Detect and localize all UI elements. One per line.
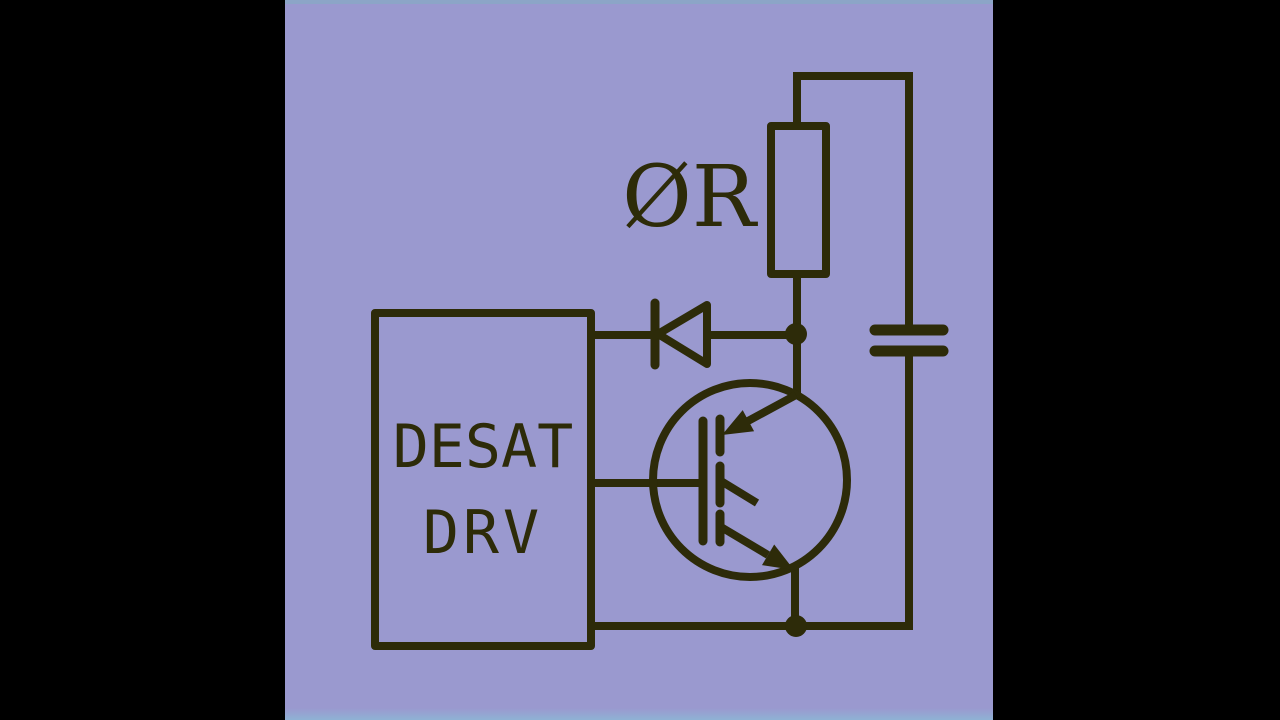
igbt-collector-arrow: [722, 410, 755, 435]
driver-box-label-line2: DRV: [423, 498, 543, 568]
bottom-edge-strip: [285, 708, 993, 720]
capacitor-icon: [869, 324, 949, 357]
zero-ohm-resistor-icon: ØR: [622, 122, 830, 278]
igbt-collector-line: [746, 391, 798, 425]
igbt-transistor-icon: [649, 379, 851, 581]
igbt-base-stub: [718, 477, 760, 507]
driver-box-outline: [371, 309, 595, 650]
driver-box-label-line1: DESAT: [393, 412, 574, 482]
diode-triangle: [654, 301, 711, 368]
resistor-value-label: ØR: [622, 148, 759, 247]
schematic-canvas: [285, 0, 993, 720]
transistor-circle: [649, 379, 851, 581]
wire: [793, 72, 913, 332]
top-edge-strip: [285, 0, 993, 4]
igbt-emitter-line: [718, 523, 771, 559]
junctions: [785, 323, 807, 637]
igbt-emitter-arrow: [762, 544, 794, 570]
blocking-diode-icon: [650, 298, 711, 370]
desat-driver-box: DESAT DRV: [371, 309, 595, 650]
wire: [591, 349, 913, 630]
junction-dot: [785, 323, 807, 345]
wires: [590, 72, 913, 630]
resistor-body: [767, 122, 830, 278]
junction-dot: [785, 615, 807, 637]
